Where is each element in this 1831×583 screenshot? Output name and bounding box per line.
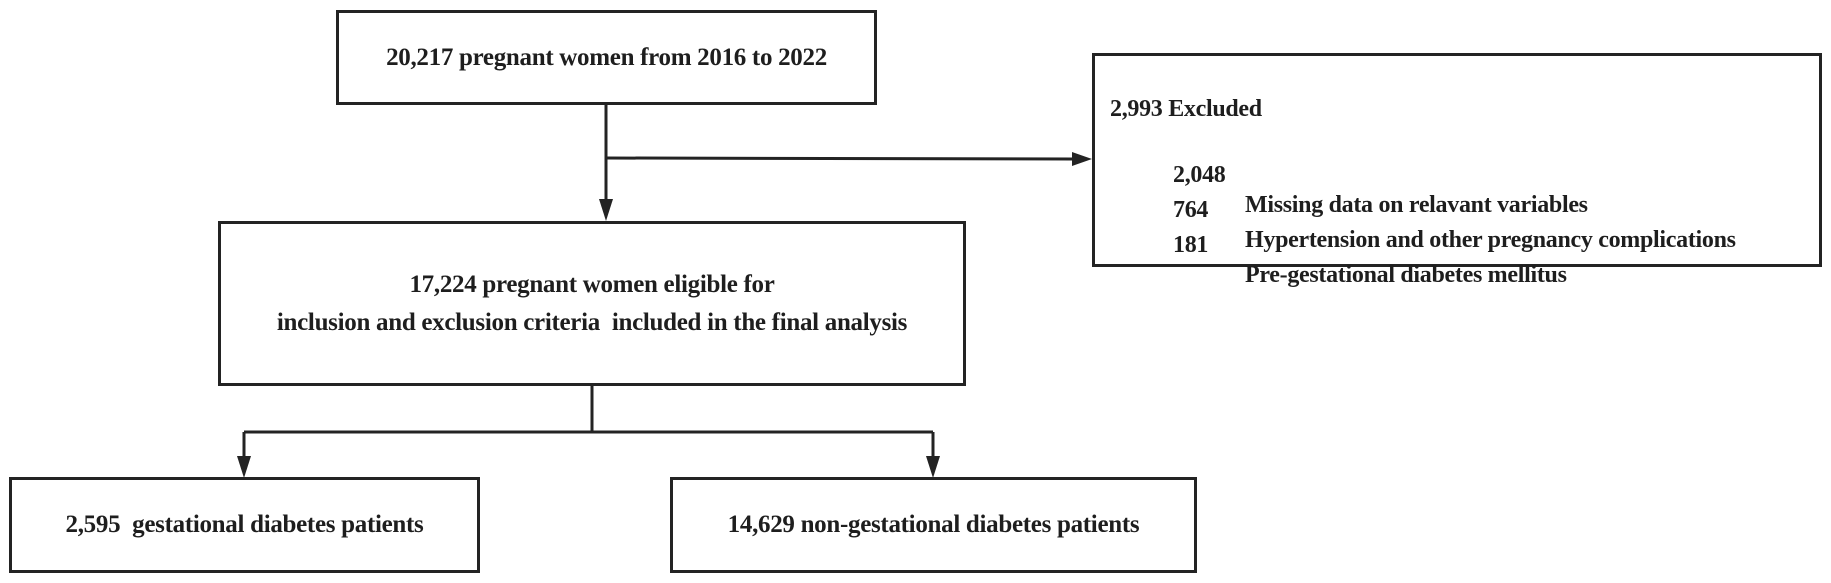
box-total-text: 20,217 pregnant women from 2016 to 2022 xyxy=(386,43,827,71)
excluded-item-count: 764 xyxy=(1173,197,1209,223)
arrowhead-eligible xyxy=(599,199,613,221)
box-eligible-women: 17,224 pregnant women eligible for inclu… xyxy=(218,221,966,386)
excluded-item: 181 Pre-gestational diabetes mellitus xyxy=(1173,200,1567,320)
gdm-text: 2,595 gestational diabetes patients xyxy=(65,511,424,538)
eligible-line-1: 17,224 pregnant women eligible for xyxy=(409,270,775,298)
eligible-line-2: inclusion and exclusion criteria include… xyxy=(276,308,908,336)
arrowhead-excluded xyxy=(1072,152,1092,166)
excluded-item-reason: Hypertension and other pregnancy complic… xyxy=(1245,227,1736,253)
box-non-gestational-diabetes: 14,629 non-gestational diabetes patients xyxy=(670,477,1197,573)
arrowhead-gdm xyxy=(237,456,251,478)
excluded-item-count: 181 xyxy=(1173,232,1209,258)
excluded-item: 764 Hypertension and other pregnancy com… xyxy=(1173,165,1736,285)
excluded-item-reason: Missing data on relavant variables xyxy=(1245,192,1588,218)
non-gdm-text: 14,629 non-gestational diabetes patients xyxy=(727,511,1140,538)
excluded-title: 2,993 Excluded xyxy=(1110,96,1262,122)
box-total-pregnant-women: 20,217 pregnant women from 2016 to 2022 xyxy=(336,10,877,105)
excluded-item-count: 2,048 xyxy=(1173,162,1226,188)
arrowhead-non-gdm xyxy=(926,456,940,478)
excluded-item-reason: Pre-gestational diabetes mellitus xyxy=(1245,262,1567,288)
arrow-top-to-excluded xyxy=(605,156,1075,161)
box-gestational-diabetes: 2,595 gestational diabetes patients xyxy=(9,477,480,573)
box-excluded: 2,993 Excluded 2,048 Missing data on rel… xyxy=(1092,53,1822,288)
excluded-item: 2,048 Missing data on relavant variables xyxy=(1173,130,1588,250)
